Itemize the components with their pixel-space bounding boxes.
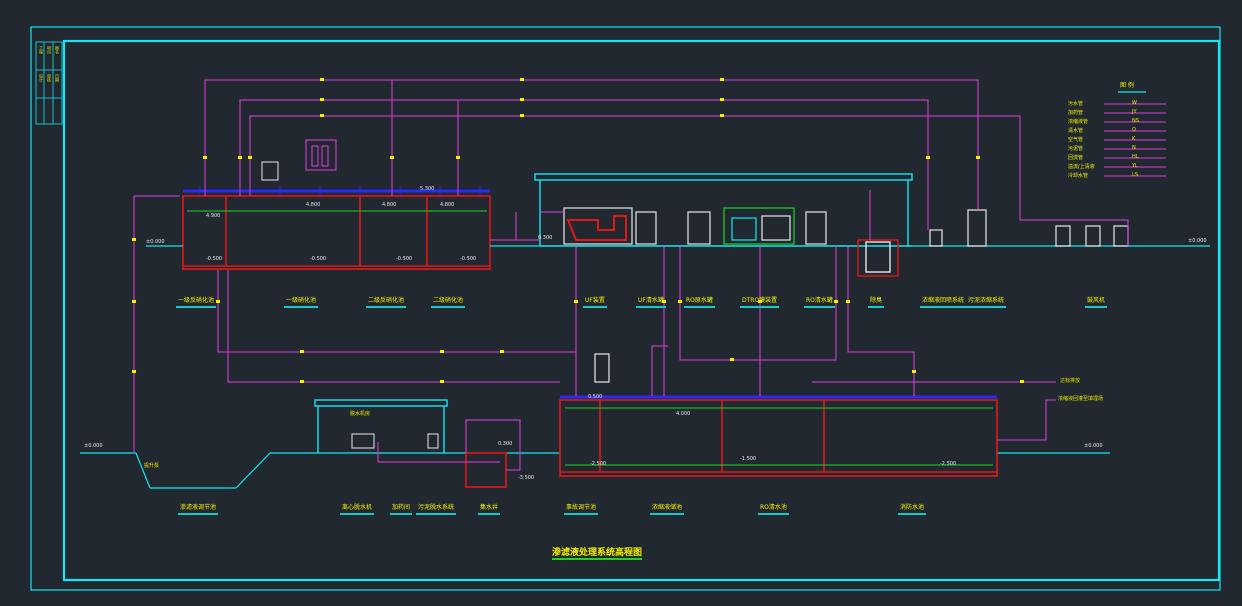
membrane-building bbox=[534, 173, 913, 247]
upper-caption: RO清水罐 bbox=[804, 297, 835, 308]
title-block-cell: 项目 bbox=[47, 46, 52, 54]
title-block-cell: 设计 bbox=[39, 74, 44, 82]
upper-caption: 一级反硝化池 bbox=[176, 297, 217, 308]
level-ground-low-left: ±0.000 bbox=[84, 443, 103, 449]
upper-caption: 二级反硝化池 bbox=[366, 297, 407, 308]
legend-item-code: Q bbox=[1132, 127, 1136, 133]
discharge-label-2: 浓缩液回灌至填埋场 bbox=[1058, 396, 1104, 402]
level-lower-b2: -1.500 bbox=[740, 456, 757, 462]
lower-caption: 离心脱水机 bbox=[340, 504, 375, 515]
title-block-grid bbox=[35, 41, 63, 125]
title-block: 工程项目图名设计审核日期 bbox=[34, 42, 62, 126]
level-bottom-1: -0.500 bbox=[206, 256, 223, 262]
deodorizer-pit bbox=[857, 239, 899, 277]
upper-caption: UF装置 bbox=[583, 297, 607, 308]
upper-caption: 二级硝化池 bbox=[431, 297, 466, 308]
level-tank-top: 5.300 bbox=[420, 186, 435, 192]
legend-item-label: 冷却水管 bbox=[1068, 173, 1089, 179]
upper-caption: RO原水罐 bbox=[684, 297, 715, 308]
level-ground-right: ±0.000 bbox=[1188, 238, 1207, 244]
legend-item-code: LS bbox=[1132, 172, 1138, 178]
level-lower-b3: -2.500 bbox=[940, 461, 957, 467]
level-wl-3: 4.800 bbox=[382, 202, 397, 208]
right-equipment bbox=[929, 209, 1129, 247]
level-wl-2: 4.800 bbox=[306, 202, 321, 208]
level-bottom-2: -0.500 bbox=[310, 256, 327, 262]
pump-label: 提升泵 bbox=[144, 463, 160, 469]
level-lower-wl: 4.000 bbox=[676, 411, 691, 417]
upper-caption: 一级硝化池 bbox=[284, 297, 319, 308]
inner-frame bbox=[62, 39, 1221, 582]
aeration-fan-unit bbox=[261, 139, 337, 181]
pipe-markers bbox=[132, 78, 1024, 383]
lower-caption: 加药间 bbox=[390, 504, 413, 515]
legend-item-label: 污水管 bbox=[1068, 101, 1084, 107]
legend-item-code: W bbox=[1132, 100, 1137, 106]
legend-item-code: HL bbox=[1132, 154, 1139, 160]
level-wl-1: 4.900 bbox=[206, 213, 221, 219]
membrane-equipment bbox=[563, 207, 827, 245]
title-block-cell: 图名 bbox=[55, 46, 60, 54]
level-ground-left: ±0.000 bbox=[146, 239, 165, 245]
dewatering-building bbox=[314, 399, 448, 453]
legend-item-label: 浓缩液管 bbox=[1068, 119, 1089, 125]
upper-caption: 鼓风机 bbox=[1085, 297, 1108, 308]
upper-caption: 除臭 bbox=[868, 297, 885, 308]
lower-caption: 渗滤液调节池 bbox=[178, 504, 219, 515]
dewatering-equipment bbox=[351, 433, 439, 449]
level-bottom-3: -0.500 bbox=[396, 256, 413, 262]
lower-caption: 事故调节池 bbox=[564, 504, 599, 515]
legend-item-label: 加药管 bbox=[1068, 110, 1084, 116]
lower-caption: 消防水池 bbox=[898, 504, 927, 515]
legend-item-label: 污泥管 bbox=[1068, 146, 1084, 152]
legend-item-code: JY bbox=[1132, 109, 1137, 115]
level-lower-b1: -2.500 bbox=[590, 461, 607, 467]
legend-item-code: K bbox=[1132, 136, 1136, 142]
legend-item-label: 空气管 bbox=[1068, 137, 1084, 143]
level-sump-bottom: -3.500 bbox=[518, 475, 535, 481]
bio-tank-upper bbox=[182, 195, 491, 270]
blower-unit bbox=[594, 353, 610, 383]
title-block-cell: 日期 bbox=[55, 74, 60, 82]
legend-item-code: NS bbox=[1132, 118, 1139, 124]
drawing-title: 渗滤液处理系统高程图 bbox=[552, 548, 643, 560]
ground-lines bbox=[80, 245, 1210, 489]
level-sump-top: 0.300 bbox=[498, 441, 513, 447]
level-lower-top: 0.500 bbox=[588, 394, 603, 400]
sump bbox=[465, 452, 507, 488]
pipe-network bbox=[133, 79, 1129, 471]
legend-heading: 图 例 bbox=[1120, 82, 1134, 89]
lower-caption: RO清水池 bbox=[758, 504, 789, 515]
level-wl-4: 4.800 bbox=[440, 202, 455, 208]
legend-item-code: N bbox=[1132, 145, 1136, 151]
lower-caption: 污泥脱水系统 bbox=[416, 504, 457, 515]
discharge-label-1: 达标排放 bbox=[1060, 378, 1081, 384]
level-bottom-4: -0.500 bbox=[460, 256, 477, 262]
legend-item-label: 清水管 bbox=[1068, 128, 1084, 134]
lower-tank bbox=[559, 399, 998, 477]
upper-caption: UF清水罐 bbox=[636, 297, 666, 308]
legend-item-label: 回流管 bbox=[1068, 155, 1084, 161]
level-ground-mid: 0.300 bbox=[538, 235, 553, 241]
lower-caption: 集水井 bbox=[478, 504, 501, 515]
legend-item-label: 溢流/上清液 bbox=[1068, 164, 1095, 170]
upper-caption: 污泥浓缩系统 bbox=[966, 297, 1007, 308]
legend-item-code: YL bbox=[1132, 163, 1138, 169]
lower-caption: 浓缩液储池 bbox=[650, 504, 685, 515]
upper-caption: 浓缩液回喷系统 bbox=[920, 297, 967, 308]
building-label: 脱水机房 bbox=[350, 411, 371, 417]
legend-lines bbox=[1104, 103, 1166, 177]
title-block-cell: 审核 bbox=[47, 74, 52, 82]
upper-caption: DTRO膜装置 bbox=[740, 297, 780, 308]
title-block-cell: 工程 bbox=[39, 46, 44, 54]
level-ground-low-right: ±0.000 bbox=[1084, 443, 1103, 449]
